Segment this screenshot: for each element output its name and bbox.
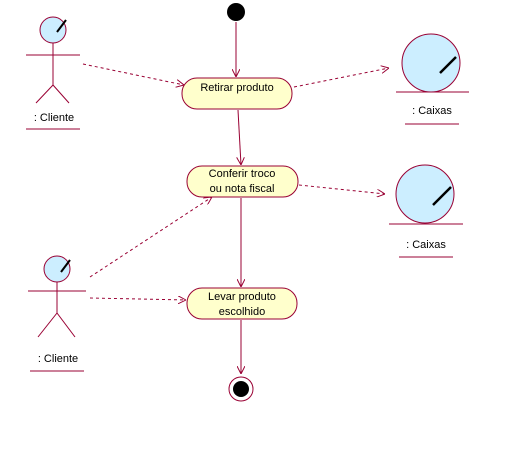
dependency-cliente1-to-retirar — [82, 63, 184, 85]
flow-retirar-to-conferir — [238, 109, 241, 165]
activity-label-line-1: Conferir troco — [209, 168, 276, 180]
object-label: : Caixas — [406, 239, 446, 251]
entity-object-icon — [389, 164, 463, 225]
activity-label-line-1: Levar produto — [208, 291, 276, 303]
activity-levar-produto[interactable]: Levar produto escolhido — [186, 287, 298, 320]
dependency-conferir-to-caixas2 — [298, 184, 385, 194]
object-caixas-1[interactable]: : Caixas — [396, 33, 469, 125]
actor-label: : Cliente — [38, 353, 78, 365]
stick-figure-actor-icon — [26, 16, 80, 104]
activity-label-line-2: escolhido — [219, 306, 265, 318]
initial-state-icon — [227, 3, 245, 21]
actor-cliente-1[interactable]: : Cliente — [26, 16, 80, 130]
entity-object-icon — [396, 33, 469, 93]
activity-label: Retirar produto — [200, 82, 273, 94]
activity-conferir-troco[interactable]: Conferir troco ou nota fiscal — [186, 165, 299, 198]
object-label: : Caixas — [412, 105, 452, 117]
actor-label: : Cliente — [34, 112, 74, 124]
dependency-cliente2-to-conferir — [89, 197, 212, 278]
stick-figure-actor-icon — [28, 255, 86, 338]
activity-retirar-produto[interactable]: Retirar produto — [181, 77, 293, 110]
dependency-retirar-to-caixas1 — [293, 68, 389, 88]
final-state-icon — [228, 376, 254, 402]
actor-cliente-2[interactable]: : Cliente — [28, 255, 86, 372]
object-caixas-2[interactable]: : Caixas — [389, 164, 463, 258]
activity-label-line-2: ou nota fiscal — [210, 183, 275, 195]
dependency-cliente2-to-levar — [89, 298, 186, 300]
